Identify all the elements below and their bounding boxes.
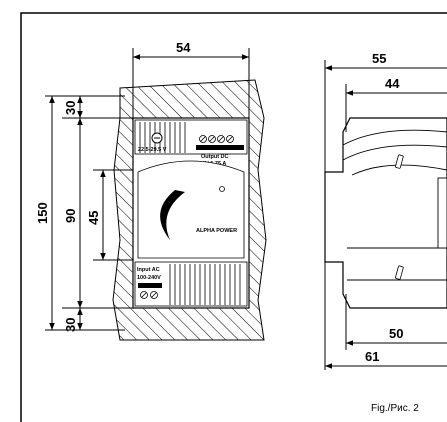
dim-front-height-90: 90 <box>63 209 78 223</box>
dim-side-50: 50 <box>389 326 403 341</box>
outer-frame <box>20 12 447 422</box>
dim-side-44: 44 <box>385 76 400 91</box>
figure-caption: Fig./Рис. 2 <box>371 403 419 414</box>
dim-front-total-150: 150 <box>35 202 50 224</box>
side-view <box>324 117 447 309</box>
input-title-label: Input AC <box>137 267 160 273</box>
front-view: 22.5-29.5 V Output DC 24V 1.75 A ALPHA P… <box>112 79 267 341</box>
front-dimensions <box>45 48 250 331</box>
dim-side-55: 55 <box>372 51 386 66</box>
side-dimensions <box>324 60 447 370</box>
voltage-adjust-label: 22.5-29.5 V <box>138 147 167 153</box>
dim-front-width: 54 <box>176 40 191 55</box>
input-terminals <box>140 291 158 299</box>
output-title-label: Output DC <box>201 154 229 160</box>
brand-swoosh-icon <box>160 190 185 240</box>
dim-front-bottom-30: 30 <box>63 318 78 332</box>
dim-front-window-45: 45 <box>86 211 101 225</box>
dim-side-61: 61 <box>365 349 379 364</box>
bottom-terminal-block: Input AC 100-240V <box>134 261 248 307</box>
top-terminal-block: 22.5-29.5 V Output DC 24V 1.75 A <box>134 119 248 167</box>
input-spec-label: 100-240V <box>137 275 161 281</box>
front-face: ALPHA POWER <box>137 160 245 259</box>
output-terminals <box>199 135 234 143</box>
dim-front-top-30: 30 <box>63 101 78 115</box>
brand-label: ALPHA POWER <box>196 228 237 234</box>
